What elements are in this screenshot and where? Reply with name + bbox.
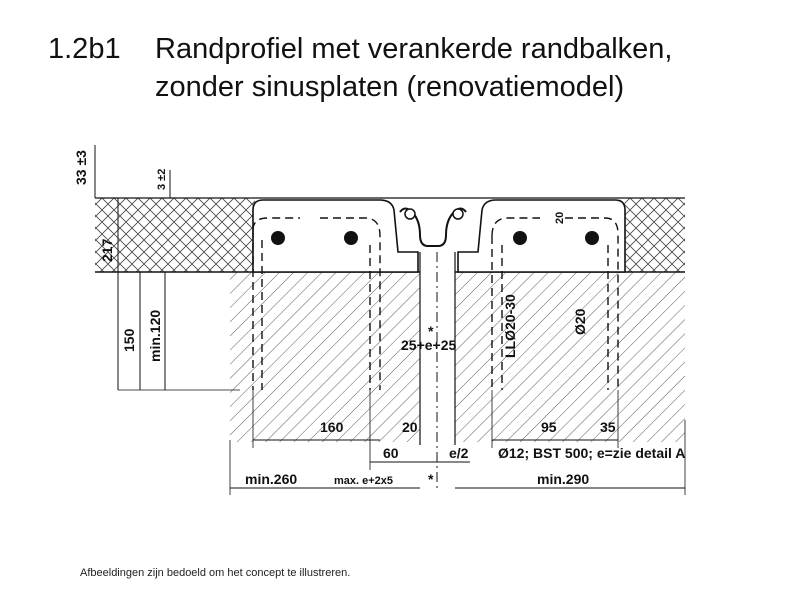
label-217: 217 [99,238,115,262]
label-3: 3 ±2 [156,169,168,190]
label-20-bottom: 20 [402,419,418,435]
rebar-dot-2 [344,231,358,245]
rebar-dot-3 [513,231,527,245]
title-line-1: Randprofiel met verankerde randbalken, [155,33,673,65]
label-160: 160 [320,419,344,435]
label-35: 35 [600,419,616,435]
label-min120: min.120 [147,310,163,362]
label-star-bottom: * [428,471,434,487]
anchor-left-2 [320,217,381,390]
label-20-top: 20 [554,212,566,224]
anchor-right-2 [565,217,619,390]
label-min290: min.290 [537,471,589,487]
label-25e25: 25+e+25 [401,337,456,353]
label-33: 33 ±3 [73,150,89,185]
label-max: max. e+2x5 [334,475,393,487]
title-line-2: zonder sinusplaten (renovatiemodel) [155,71,625,103]
anchor-left-1 [252,217,300,390]
asphalt-layer-left [95,198,255,272]
anchor-right-1 [491,217,540,390]
image-caption: Afbeeldingen zijn bedoeld om het concept… [80,567,351,579]
edge-profile-right [457,199,626,273]
seal-knob-right [452,208,464,220]
label-e2: e/2 [449,445,469,461]
rebar-dot-4 [585,231,599,245]
label-rebar-note: Ø12; BST 500; e=zie detail A [498,445,685,461]
label-95: 95 [541,419,557,435]
label-star-top: * [428,323,434,339]
seal-knob-left [404,208,416,220]
rebar-dot-1 [271,231,285,245]
label-60: 60 [383,445,399,461]
concrete-left [230,272,420,442]
label-LL: LLØ20-30 [502,294,518,358]
label-phi20: Ø20 [572,308,588,335]
title-number: 1.2b1 [48,33,121,65]
asphalt-layer-right [620,198,685,272]
edge-profile-left [252,199,419,273]
concrete-right [455,272,685,442]
label-150: 150 [121,328,137,352]
label-min260: min.260 [245,471,297,487]
